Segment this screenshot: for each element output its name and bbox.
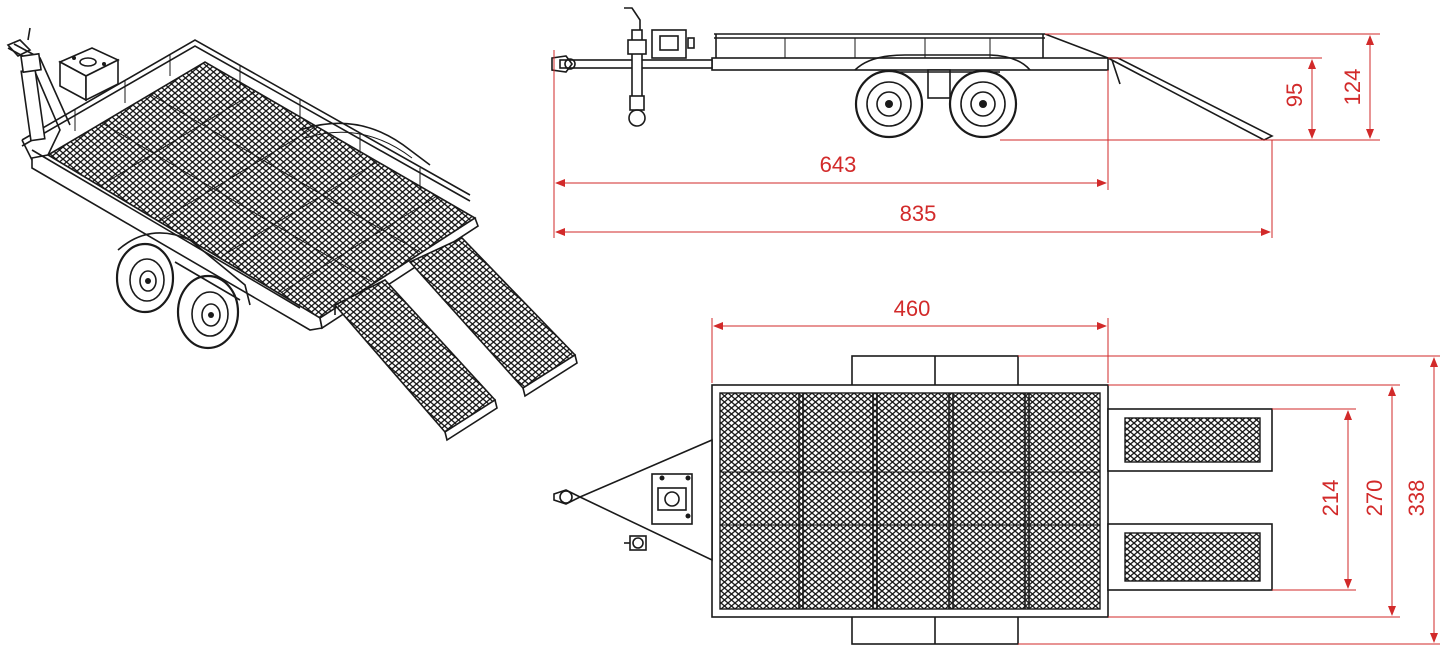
iso-tongue [6, 27, 71, 156]
dim-bed-length-label: 643 [820, 152, 857, 177]
iso-side-rail [21, 39, 471, 202]
side-wheel-right [948, 69, 1018, 139]
top-battery-box [651, 473, 693, 525]
iso-deck-crossmembers [99, 91, 438, 293]
side-dimensions [553, 33, 1380, 238]
iso-ramp-left [333, 279, 498, 442]
dim-bed-height-label: 95 [1282, 83, 1307, 107]
dim-ramp-outer-label: 270 [1362, 480, 1387, 517]
side-wheel-left [854, 69, 924, 139]
top-bed-mesh [719, 392, 1101, 610]
isometric-view [6, 27, 578, 442]
side-bed-frame [711, 57, 1109, 71]
top-ramp-upper [1107, 408, 1273, 472]
side-view: 643 835 95 124 [551, 7, 1380, 238]
side-fender [854, 54, 1031, 71]
iso-battery-box [58, 47, 120, 102]
top-tongue [578, 438, 713, 562]
top-dimensions [711, 318, 1440, 645]
top-bed-crossmembers [720, 393, 1100, 609]
dim-top-bed-length-label: 460 [894, 296, 931, 321]
top-ramp-lower [1107, 523, 1273, 591]
iso-wheel-rear [115, 242, 175, 314]
top-view: 460 214 270 338 [553, 296, 1440, 645]
iso-ramp-right [408, 237, 578, 398]
dim-rail-height-label: 124 [1340, 69, 1365, 106]
side-battery-box [651, 29, 687, 59]
iso-front-rail [31, 149, 301, 309]
iso-deck-mesh [46, 61, 477, 319]
iso-wheel-front [176, 274, 240, 350]
iso-fender [299, 122, 431, 166]
dim-ramp-inner-label: 214 [1318, 480, 1343, 517]
side-rail [714, 33, 1109, 59]
side-ramp [1107, 57, 1274, 141]
dim-overall-width-label: 338 [1404, 480, 1429, 517]
top-jack [624, 535, 647, 551]
iso-axle-fender [117, 232, 251, 306]
dim-overall-length-label: 835 [900, 201, 937, 226]
side-jack [624, 7, 647, 127]
